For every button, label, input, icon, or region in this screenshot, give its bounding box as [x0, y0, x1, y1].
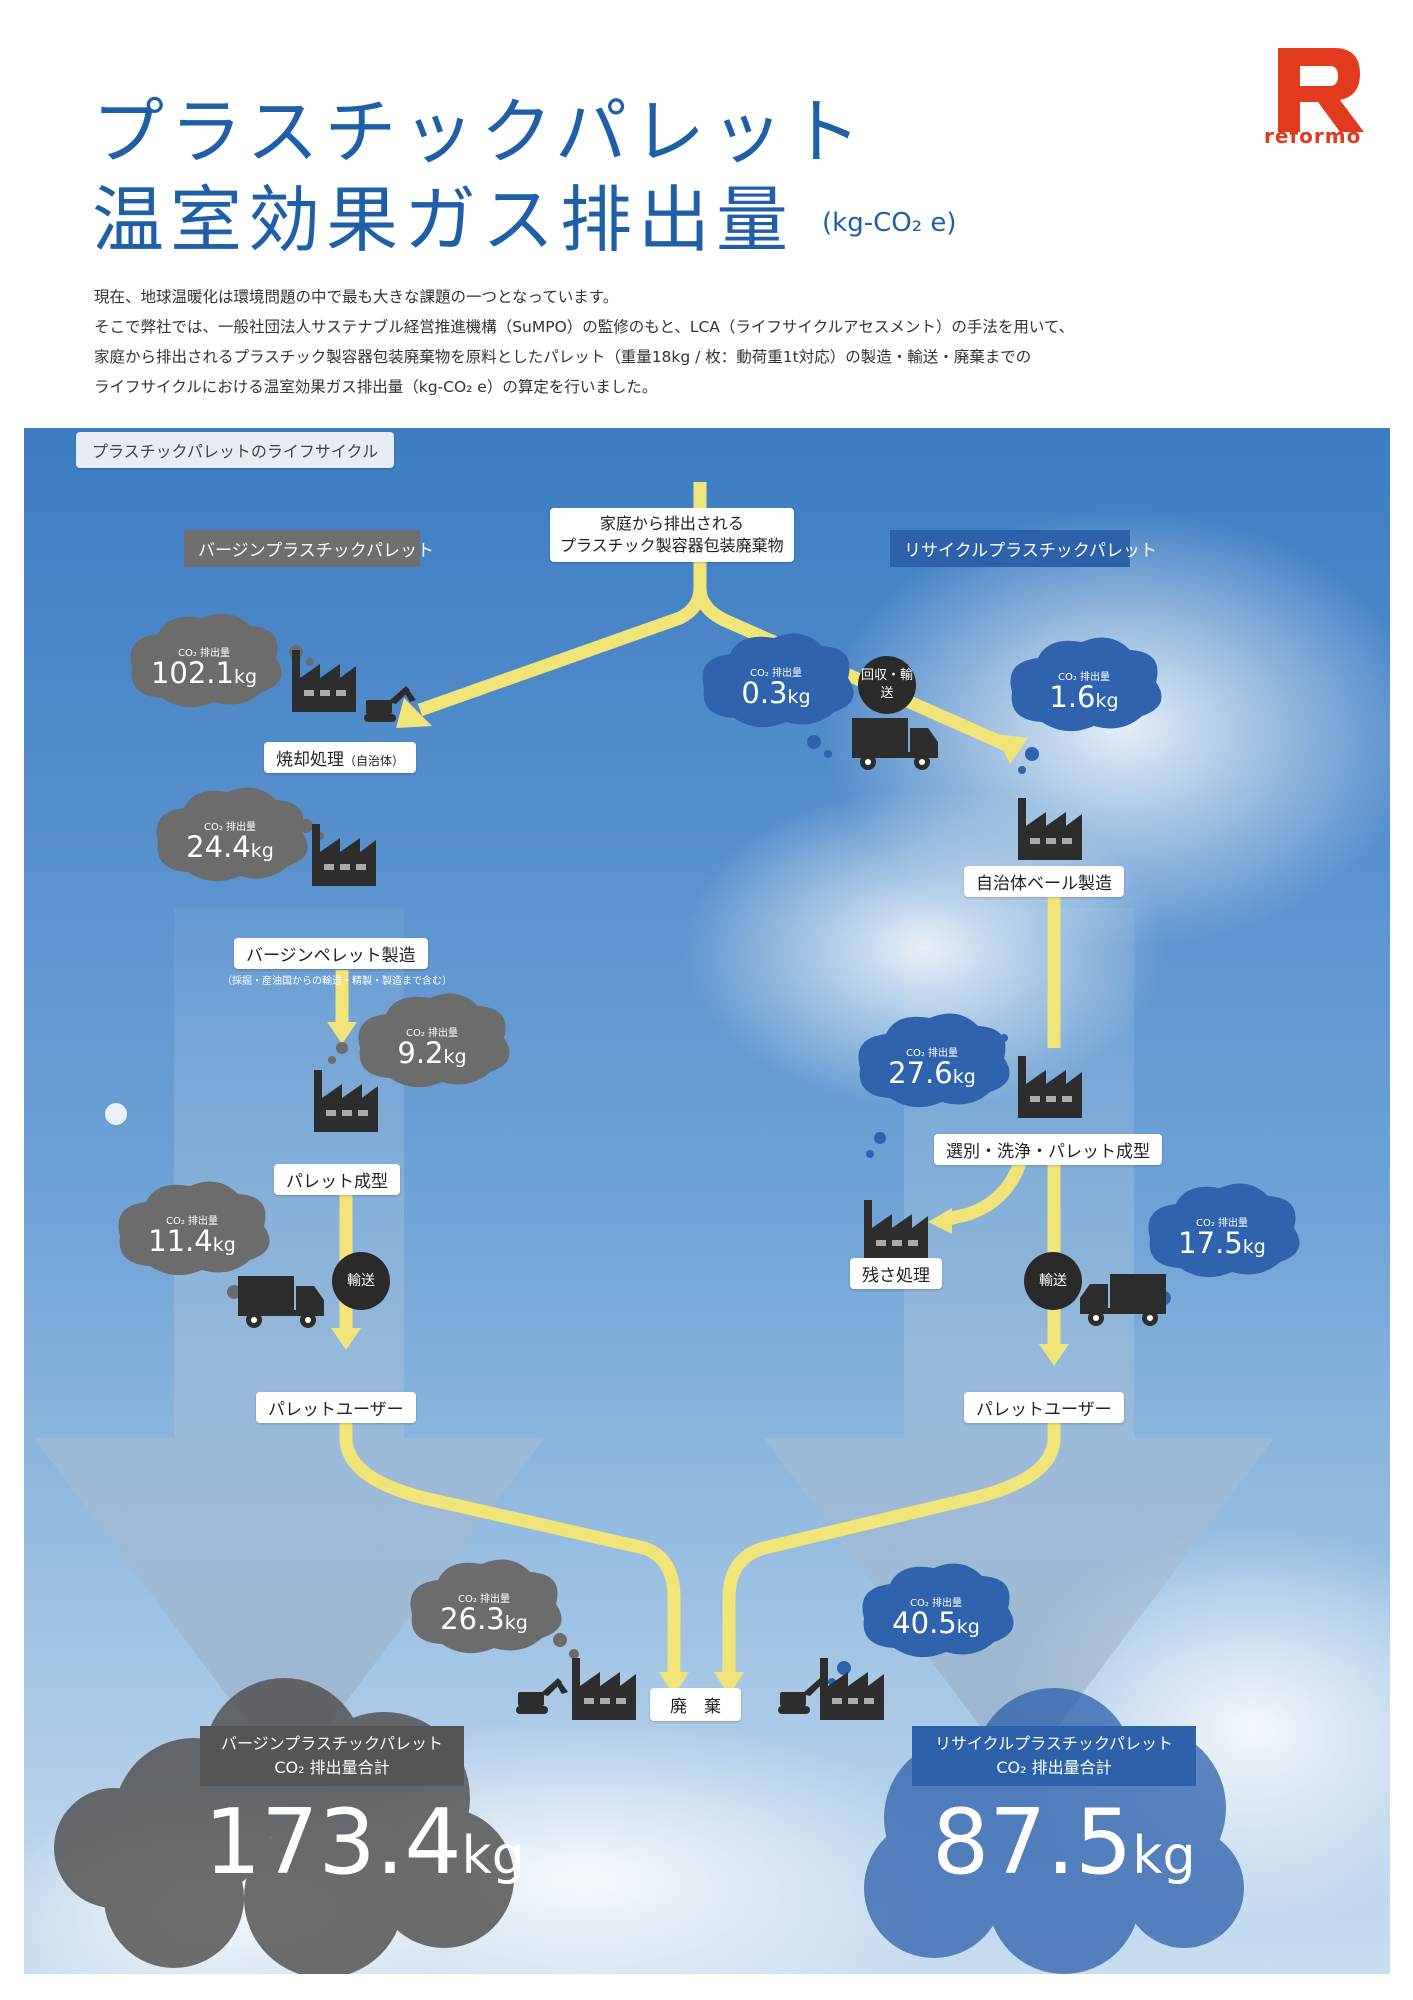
co2-label: CO₂ 排出量 — [749, 668, 803, 679]
emission-value: 40.5 — [892, 1606, 957, 1640]
kg-unit: kg — [1095, 690, 1119, 712]
step-virgin-pellet: バージンペレット製造 — [234, 938, 428, 969]
emission-value: 102.1 — [150, 656, 234, 690]
diagram-graphics — [24, 428, 1390, 1974]
step-virgin-pellet-note: （採掘・産油国からの輸送・精製・製造まで含む） — [222, 976, 452, 987]
emission-value: 17.5 — [1178, 1226, 1243, 1260]
logo-text: reformo — [1264, 124, 1362, 148]
co2-label: CO₂ 排出量 — [165, 1216, 219, 1227]
co2-label: CO₂ 排出量 — [1195, 1218, 1249, 1229]
step-virgin-molding: パレット成型 — [274, 1164, 400, 1195]
virgin-total-number: 173.4 — [204, 1790, 462, 1895]
title-unit: (kg-CO₂ e) — [822, 208, 957, 238]
step-virgin-user: パレットユーザー — [256, 1392, 416, 1423]
step-note: （自治体） — [344, 754, 405, 768]
intro-line: 現在、地球温暖化は環境問題の中で最も大きな課題の一つとなっています。 — [94, 288, 619, 306]
co2-label: CO₂ 排出量 — [177, 648, 231, 659]
recycle-total-label: リサイクルプラスチックパレット CO₂ 排出量合計 — [912, 1726, 1196, 1786]
step-sorting: 選別・洗浄・パレット成型 — [934, 1134, 1162, 1165]
emission-value: 24.4 — [186, 830, 251, 864]
page-title-line2: 温室効果ガス排出量 — [92, 178, 795, 262]
kg-unit: kg — [1242, 1236, 1266, 1258]
virgin-header: バージンプラスチックパレット — [184, 530, 434, 567]
emission-value: 0.3 — [741, 676, 788, 710]
recycle-header: リサイクルプラスチックパレット — [890, 530, 1157, 567]
virgin-total-line1: バージンプラスチックパレット — [220, 1734, 444, 1753]
section-label: プラスチックパレットのライフサイクル — [76, 432, 395, 468]
co2-label: CO₂ 排出量 — [405, 1028, 459, 1039]
emission-value: 26.3 — [440, 1602, 505, 1636]
intro-line: 家庭から排出されるプラスチック製容器包装廃棄物を原料としたパレット（重量18kg… — [94, 348, 1032, 366]
recycle-total-number: 87.5 — [932, 1790, 1133, 1895]
reformo-logo: reformo — [1248, 40, 1378, 150]
co2-label: CO₂ 排出量 — [457, 1594, 511, 1605]
kg-unit: kg — [956, 1616, 980, 1638]
transport-circle-recycle: 輸送 — [1024, 1252, 1082, 1310]
virgin-total-line2: CO₂ 排出量合計 — [274, 1758, 390, 1777]
emission-value: 1.6 — [1049, 680, 1096, 714]
disposal-box: 廃 棄 — [650, 1688, 741, 1721]
co2-label: CO₂ 排出量 — [909, 1598, 963, 1609]
emission-value: 27.6 — [888, 1056, 953, 1090]
emission-value: 11.4 — [148, 1224, 213, 1258]
collection-circle: 回収・輸送 — [858, 656, 916, 714]
source-line2: プラスチック製容器包装廃棄物 — [560, 536, 784, 555]
kg-unit: kg — [233, 666, 258, 688]
kg-unit: kg — [212, 1234, 236, 1256]
virgin-total-unit: kg — [461, 1826, 525, 1886]
virgin-total-label: バージンプラスチックパレット CO₂ 排出量合計 — [200, 1726, 464, 1786]
intro-line: ライフサイクルにおける温室効果ガス排出量（kg-CO₂ e）の算定を行いました。 — [94, 378, 658, 396]
kg-unit: kg — [952, 1066, 976, 1088]
co2-label: CO₂ 排出量 — [1057, 672, 1111, 683]
co2-label: CO₂ 排出量 — [905, 1048, 959, 1059]
step-label: 焼却処理 — [276, 750, 344, 770]
recycle-total-value: 87.5kg — [932, 1798, 1196, 1888]
transport-circle-virgin: 輸送 — [332, 1252, 390, 1310]
source-box: 家庭から排出される プラスチック製容器包装廃棄物 — [550, 508, 794, 562]
kg-unit: kg — [787, 686, 811, 708]
step-residue: 残さ処理 — [850, 1258, 942, 1289]
step-recycle-user: パレットユーザー — [964, 1392, 1124, 1423]
virgin-total-value: 173.4kg — [204, 1798, 525, 1888]
source-line1: 家庭から排出される — [599, 514, 744, 533]
kg-unit: kg — [250, 840, 274, 862]
step-incineration: 焼却処理（自治体） — [264, 742, 417, 773]
kg-unit: kg — [504, 1612, 528, 1634]
co2-label: CO₂ 排出量 — [203, 822, 257, 833]
emission-value: 9.2 — [397, 1036, 444, 1070]
recycle-total-line2: CO₂ 排出量合計 — [996, 1758, 1112, 1777]
intro-line: そこで弊社では、一般社団法人サステナブル経営推進機構（SuMPO）の監修のもと、… — [94, 318, 1075, 336]
page-title-line1: プラスチックパレット — [92, 90, 867, 174]
intro-text: 現在、地球温暖化は環境問題の中で最も大きな課題の一つとなっています。 そこで弊社… — [94, 282, 1324, 402]
step-bale: 自治体ベール製造 — [964, 866, 1124, 897]
lifecycle-diagram: プラスチックパレットのライフサイクル 家庭から排出される プラスチック製容器包装… — [24, 428, 1390, 1974]
recycle-total-line1: リサイクルプラスチックパレット — [934, 1734, 1174, 1753]
recycle-total-unit: kg — [1132, 1826, 1196, 1886]
kg-unit: kg — [443, 1046, 467, 1068]
